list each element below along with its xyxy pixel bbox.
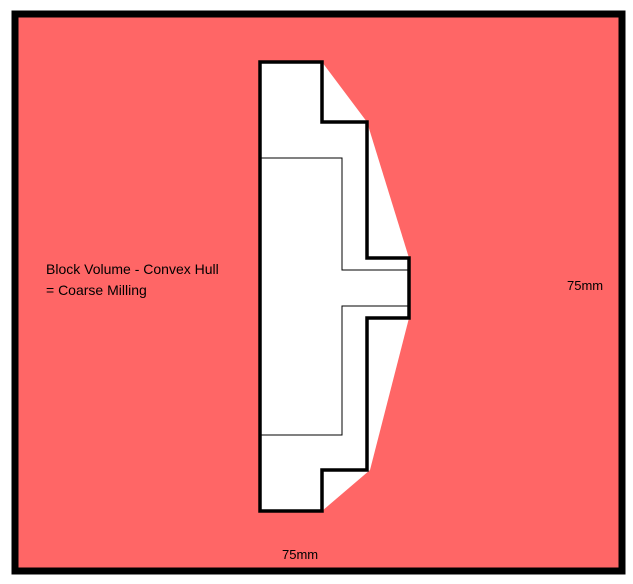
inner-step-outline [260,305,409,436]
height-dimension-label: 75mm [567,278,603,293]
inner-step-outline [260,157,409,271]
annotation-line-2: = Coarse Milling [46,282,147,298]
part-outline [258,60,411,513]
width-dimension-label: 75mm [282,547,318,562]
convex-hull [260,62,409,511]
annotation-line-1: Block Volume - Convex Hull [46,261,219,277]
